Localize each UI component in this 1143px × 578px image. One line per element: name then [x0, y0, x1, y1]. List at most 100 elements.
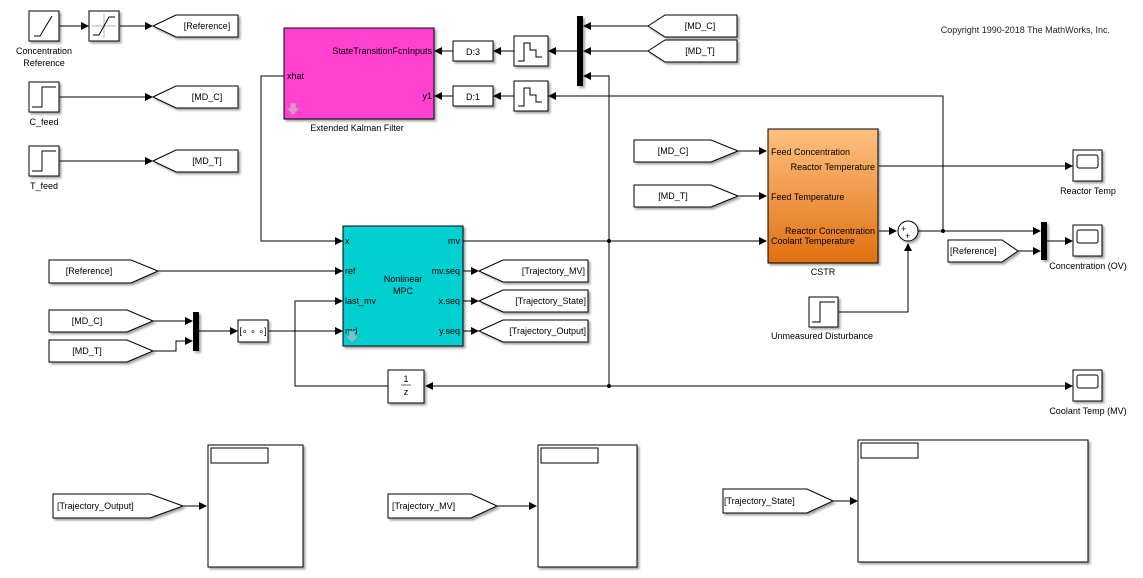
port-label: x.seq — [438, 296, 460, 306]
trajectory-mv-plot-block[interactable] — [537, 444, 638, 568]
mux-ov-block[interactable] — [1041, 222, 1047, 260]
from-md-t-top[interactable]: [MD_T] — [647, 39, 738, 63]
from-md-c-top[interactable]: [MD_C] — [647, 14, 738, 38]
block-label: Reactor Temp — [1060, 186, 1116, 196]
goto-reference[interactable]: [Reference] — [151, 14, 239, 38]
block-title: Nonlinear — [384, 274, 423, 284]
block-label: Reference — [23, 58, 65, 68]
from-trajectory-output[interactable]: [Trajectory_Output] — [52, 493, 185, 519]
goto-md-c[interactable]: [MD_C] — [151, 85, 239, 109]
c-feed-step-block[interactable]: C_feed — [28, 81, 60, 127]
port-label: y1 — [422, 91, 432, 101]
scope-concentration-ov[interactable]: Concentration (OV) — [1049, 224, 1127, 271]
delay-label: D:3 — [466, 47, 480, 57]
from-trajectory-state[interactable]: [Trajectory_State] — [722, 488, 835, 514]
zero-order-hold-bottom-block[interactable] — [513, 80, 549, 112]
ramp-icon — [34, 15, 53, 37]
saturation-block[interactable] — [88, 10, 120, 42]
plot-title-box — [860, 442, 919, 459]
unmeasured-disturbance-step-block[interactable]: Unmeasured Disturbance — [771, 296, 873, 341]
tag-label: [Reference] — [950, 246, 997, 256]
copyright-text: Copyright 1990-2018 The MathWorks, Inc. — [941, 25, 1110, 35]
from-md-c-cstr[interactable]: [MD_C] — [633, 139, 740, 163]
extended-kalman-filter-block[interactable]: StateTransitionFcnInputs y1 xhat Extende… — [283, 27, 435, 133]
port-label: xhat — [287, 71, 305, 81]
step-icon — [32, 150, 56, 172]
port-label: Reactor Temperature — [791, 162, 875, 172]
from-md-t-cstr[interactable]: [MD_T] — [633, 184, 740, 208]
mux-md-block[interactable] — [193, 312, 199, 351]
zoh-icon — [518, 42, 542, 62]
nonlinear-mpc-block[interactable]: x ref last_mv md mv mv.seq x.seq y.seq N… — [342, 225, 464, 347]
delay-denominator: z — [404, 387, 409, 397]
port-label: StateTransitionFcnInputs — [332, 46, 432, 56]
trajectory-state-plot-block[interactable] — [857, 439, 1089, 563]
port-label: Reactor Concentration — [785, 226, 875, 236]
wire-junction — [607, 239, 611, 243]
tag-label: [Trajectory_State] — [724, 496, 795, 506]
sum-block[interactable]: + + — [897, 220, 919, 242]
unit-delay-block[interactable]: 1 z — [387, 369, 425, 404]
port-label: x — [345, 236, 350, 246]
wire[interactable] — [839, 243, 912, 313]
wire[interactable] — [548, 92, 944, 231]
tag-label: [MD_C] — [72, 316, 103, 326]
tag-label: [Trajectory_Output] — [57, 501, 134, 511]
port-label: last_mv — [345, 296, 377, 306]
block-label: Unmeasured Disturbance — [771, 331, 873, 341]
port-label: Feed Concentration — [771, 147, 850, 157]
tag-label: [Trajectory_MV] — [522, 266, 585, 276]
port-label: Coolant Temperature — [771, 236, 855, 246]
goto-trajectory-state[interactable]: [Trajectory_State] — [477, 289, 589, 313]
t-feed-step-block[interactable]: T_feed — [28, 145, 60, 191]
plot-title-box — [540, 447, 599, 464]
port-label: mv.seq — [432, 266, 460, 276]
goto-trajectory-mv[interactable]: [Trajectory_MV] — [477, 259, 589, 283]
wire[interactable] — [583, 72, 610, 241]
block-label: C_feed — [29, 117, 58, 127]
wire[interactable] — [294, 297, 388, 387]
concentration-reference-ramp-block[interactable]: Concentration Reference — [16, 10, 72, 68]
zoh-icon — [518, 87, 542, 107]
delay-numerator: 1 — [403, 374, 408, 384]
goto-trajectory-output[interactable]: [Trajectory_Output] — [477, 319, 589, 343]
wire-junction — [607, 384, 611, 388]
matrix-concatenate-block[interactable]: [∘ ∘ ∘] — [237, 319, 269, 343]
tag-label: [MD_T] — [658, 191, 688, 201]
from-reference-ov[interactable]: [Reference] — [947, 239, 1019, 263]
mask-arrow-icon — [344, 330, 360, 344]
tag-label: [Trajectory_MV] — [392, 501, 455, 511]
port-label: ref — [345, 266, 356, 276]
trajectory-output-plot-block[interactable] — [207, 444, 304, 568]
block-label: Concentration — [16, 46, 72, 56]
from-md-c-left[interactable]: [MD_C] — [48, 309, 155, 333]
block-title: MPC — [393, 286, 414, 296]
delay-d1-block[interactable]: D:1 — [452, 85, 494, 107]
mux-block[interactable] — [577, 16, 583, 86]
delay-d3-block[interactable]: D:3 — [452, 40, 494, 62]
cstr-block[interactable]: Feed Concentration Feed Temperature Cool… — [767, 128, 879, 277]
scope-coolant-temp-mv[interactable]: Coolant Temp (MV) — [1049, 369, 1127, 416]
scope-icon — [1076, 229, 1099, 244]
tag-label: [Trajectory_State] — [515, 296, 586, 306]
zero-order-hold-top-block[interactable] — [513, 35, 549, 67]
tag-label: [MD_T] — [192, 156, 222, 166]
from-md-t-left[interactable]: [MD_T] — [48, 339, 155, 363]
wire[interactable] — [260, 75, 343, 245]
port-label: Feed Temperature — [771, 192, 844, 202]
mask-arrow-icon — [285, 102, 301, 116]
scope-icon — [1076, 154, 1099, 169]
saturation-icon — [93, 16, 115, 36]
wires — [60, 22, 1073, 510]
from-trajectory-mv[interactable]: [Trajectory_MV] — [387, 493, 499, 519]
block-label: Concentration (OV) — [1049, 261, 1127, 271]
scope-reactor-temp[interactable]: Reactor Temp — [1060, 149, 1116, 196]
tag-label: [MD_C] — [685, 21, 716, 31]
block-label: CSTR — [811, 267, 836, 277]
tag-label: [MD_T] — [72, 346, 102, 356]
plot-title-box — [210, 447, 269, 464]
from-reference-left[interactable]: [Reference] — [48, 259, 160, 284]
goto-md-t[interactable]: [MD_T] — [151, 149, 239, 173]
wire[interactable] — [153, 337, 193, 352]
